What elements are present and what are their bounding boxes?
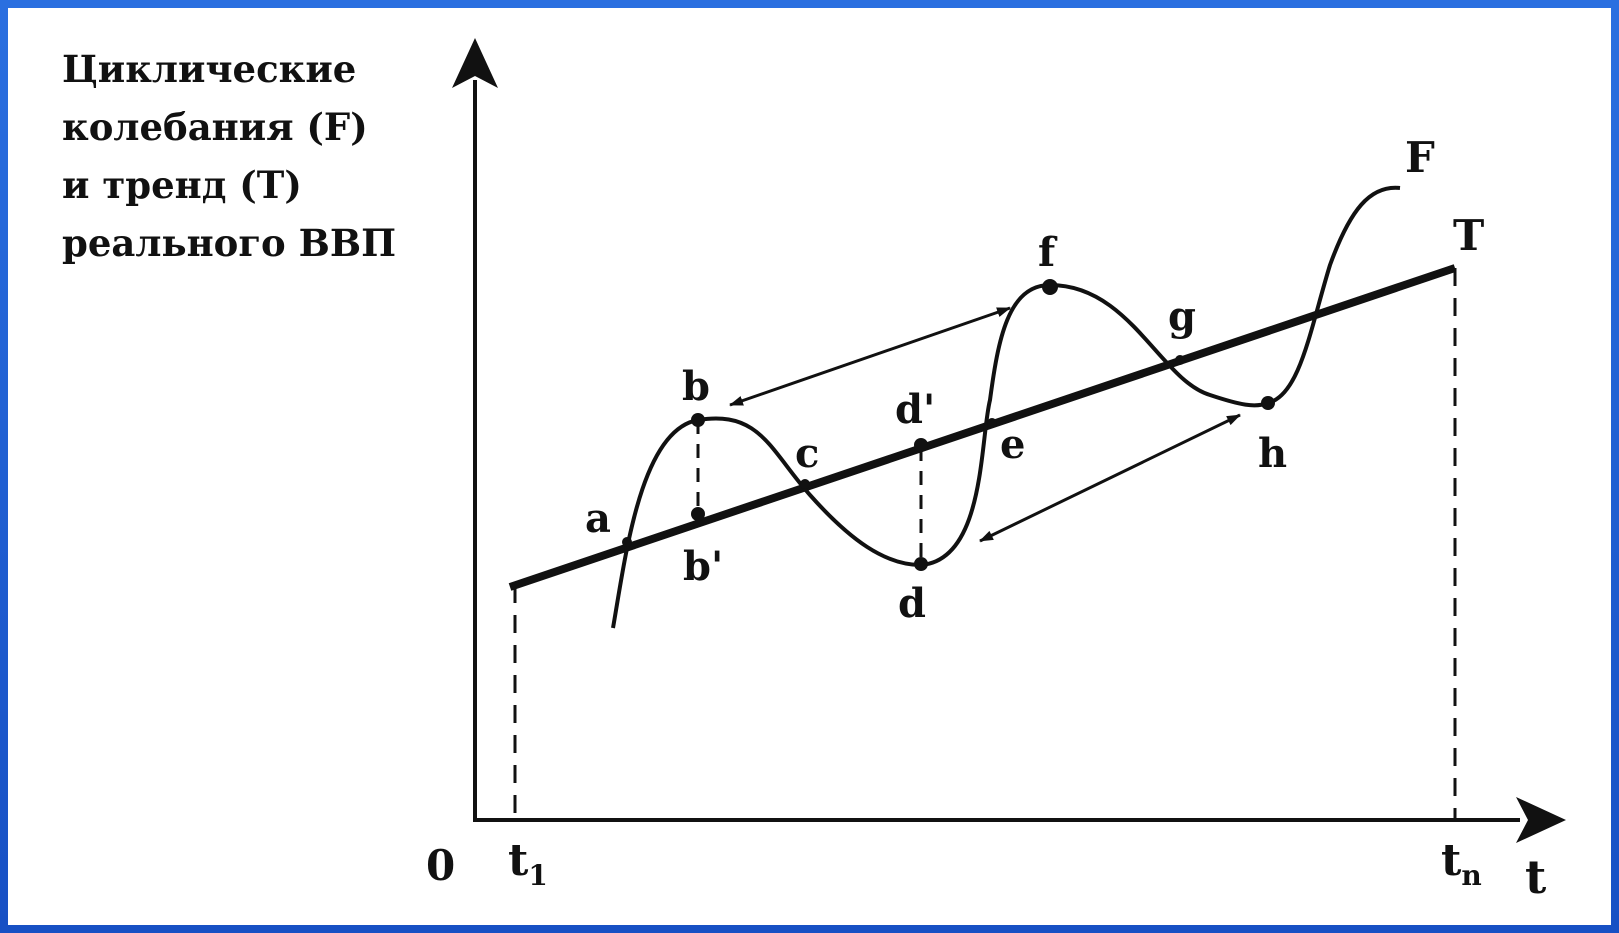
tick-label-tn-base: t [1441, 835, 1462, 886]
origin-label: 0 [426, 841, 455, 890]
tick-label-t1-sub: 1 [528, 859, 547, 892]
y-axis-title: Циклические колебания (F) и тренд (Т) ре… [62, 40, 396, 272]
slide-canvas [8, 8, 1611, 925]
x-axis-label: t [1525, 850, 1547, 904]
x-axis-arrowhead [1516, 797, 1566, 843]
y-axis-arrowhead [452, 38, 498, 88]
period-arrow-d-h [979, 413, 1241, 543]
point-bprime-dot [691, 507, 705, 521]
curve-label-F: F [1405, 133, 1435, 182]
period-arrow-b-f [729, 306, 1011, 407]
tick-label-tn-sub: n [1461, 859, 1481, 892]
label-b-prime: b' [683, 543, 723, 590]
point-d-dot [914, 557, 928, 571]
point-c-dot [800, 479, 810, 489]
trend-label-T: T [1453, 211, 1484, 260]
label-e: e [1000, 421, 1025, 468]
point-g-dot [1175, 355, 1185, 365]
y-axis-title-line-4: реального ВВП [62, 221, 397, 265]
point-h-dot [1261, 396, 1275, 410]
label-g: g [1168, 293, 1196, 340]
point-a-dot [622, 537, 632, 547]
label-d: d [898, 580, 926, 627]
y-axis-title-line-2: колебания (F) [62, 105, 368, 149]
point-f-dot [1042, 279, 1058, 295]
label-a: a [585, 495, 611, 542]
point-b-dot [691, 413, 705, 427]
point-dprime-dot [914, 438, 928, 452]
point-e-dot [987, 418, 997, 428]
label-d-prime: d' [895, 386, 935, 433]
y-axis-title-line-3: и тренд (Т) [62, 163, 302, 207]
tick-label-t1: t1 [508, 835, 548, 892]
tick-label-tn: tn [1441, 835, 1482, 892]
y-axis-title-line-1: Циклические [62, 47, 357, 91]
tick-label-t1-base: t [508, 835, 529, 886]
label-b: b [682, 363, 710, 410]
label-c: c [795, 430, 819, 477]
label-f: f [1038, 229, 1058, 276]
cycle-curve [611, 185, 1401, 629]
label-h: h [1258, 430, 1287, 477]
